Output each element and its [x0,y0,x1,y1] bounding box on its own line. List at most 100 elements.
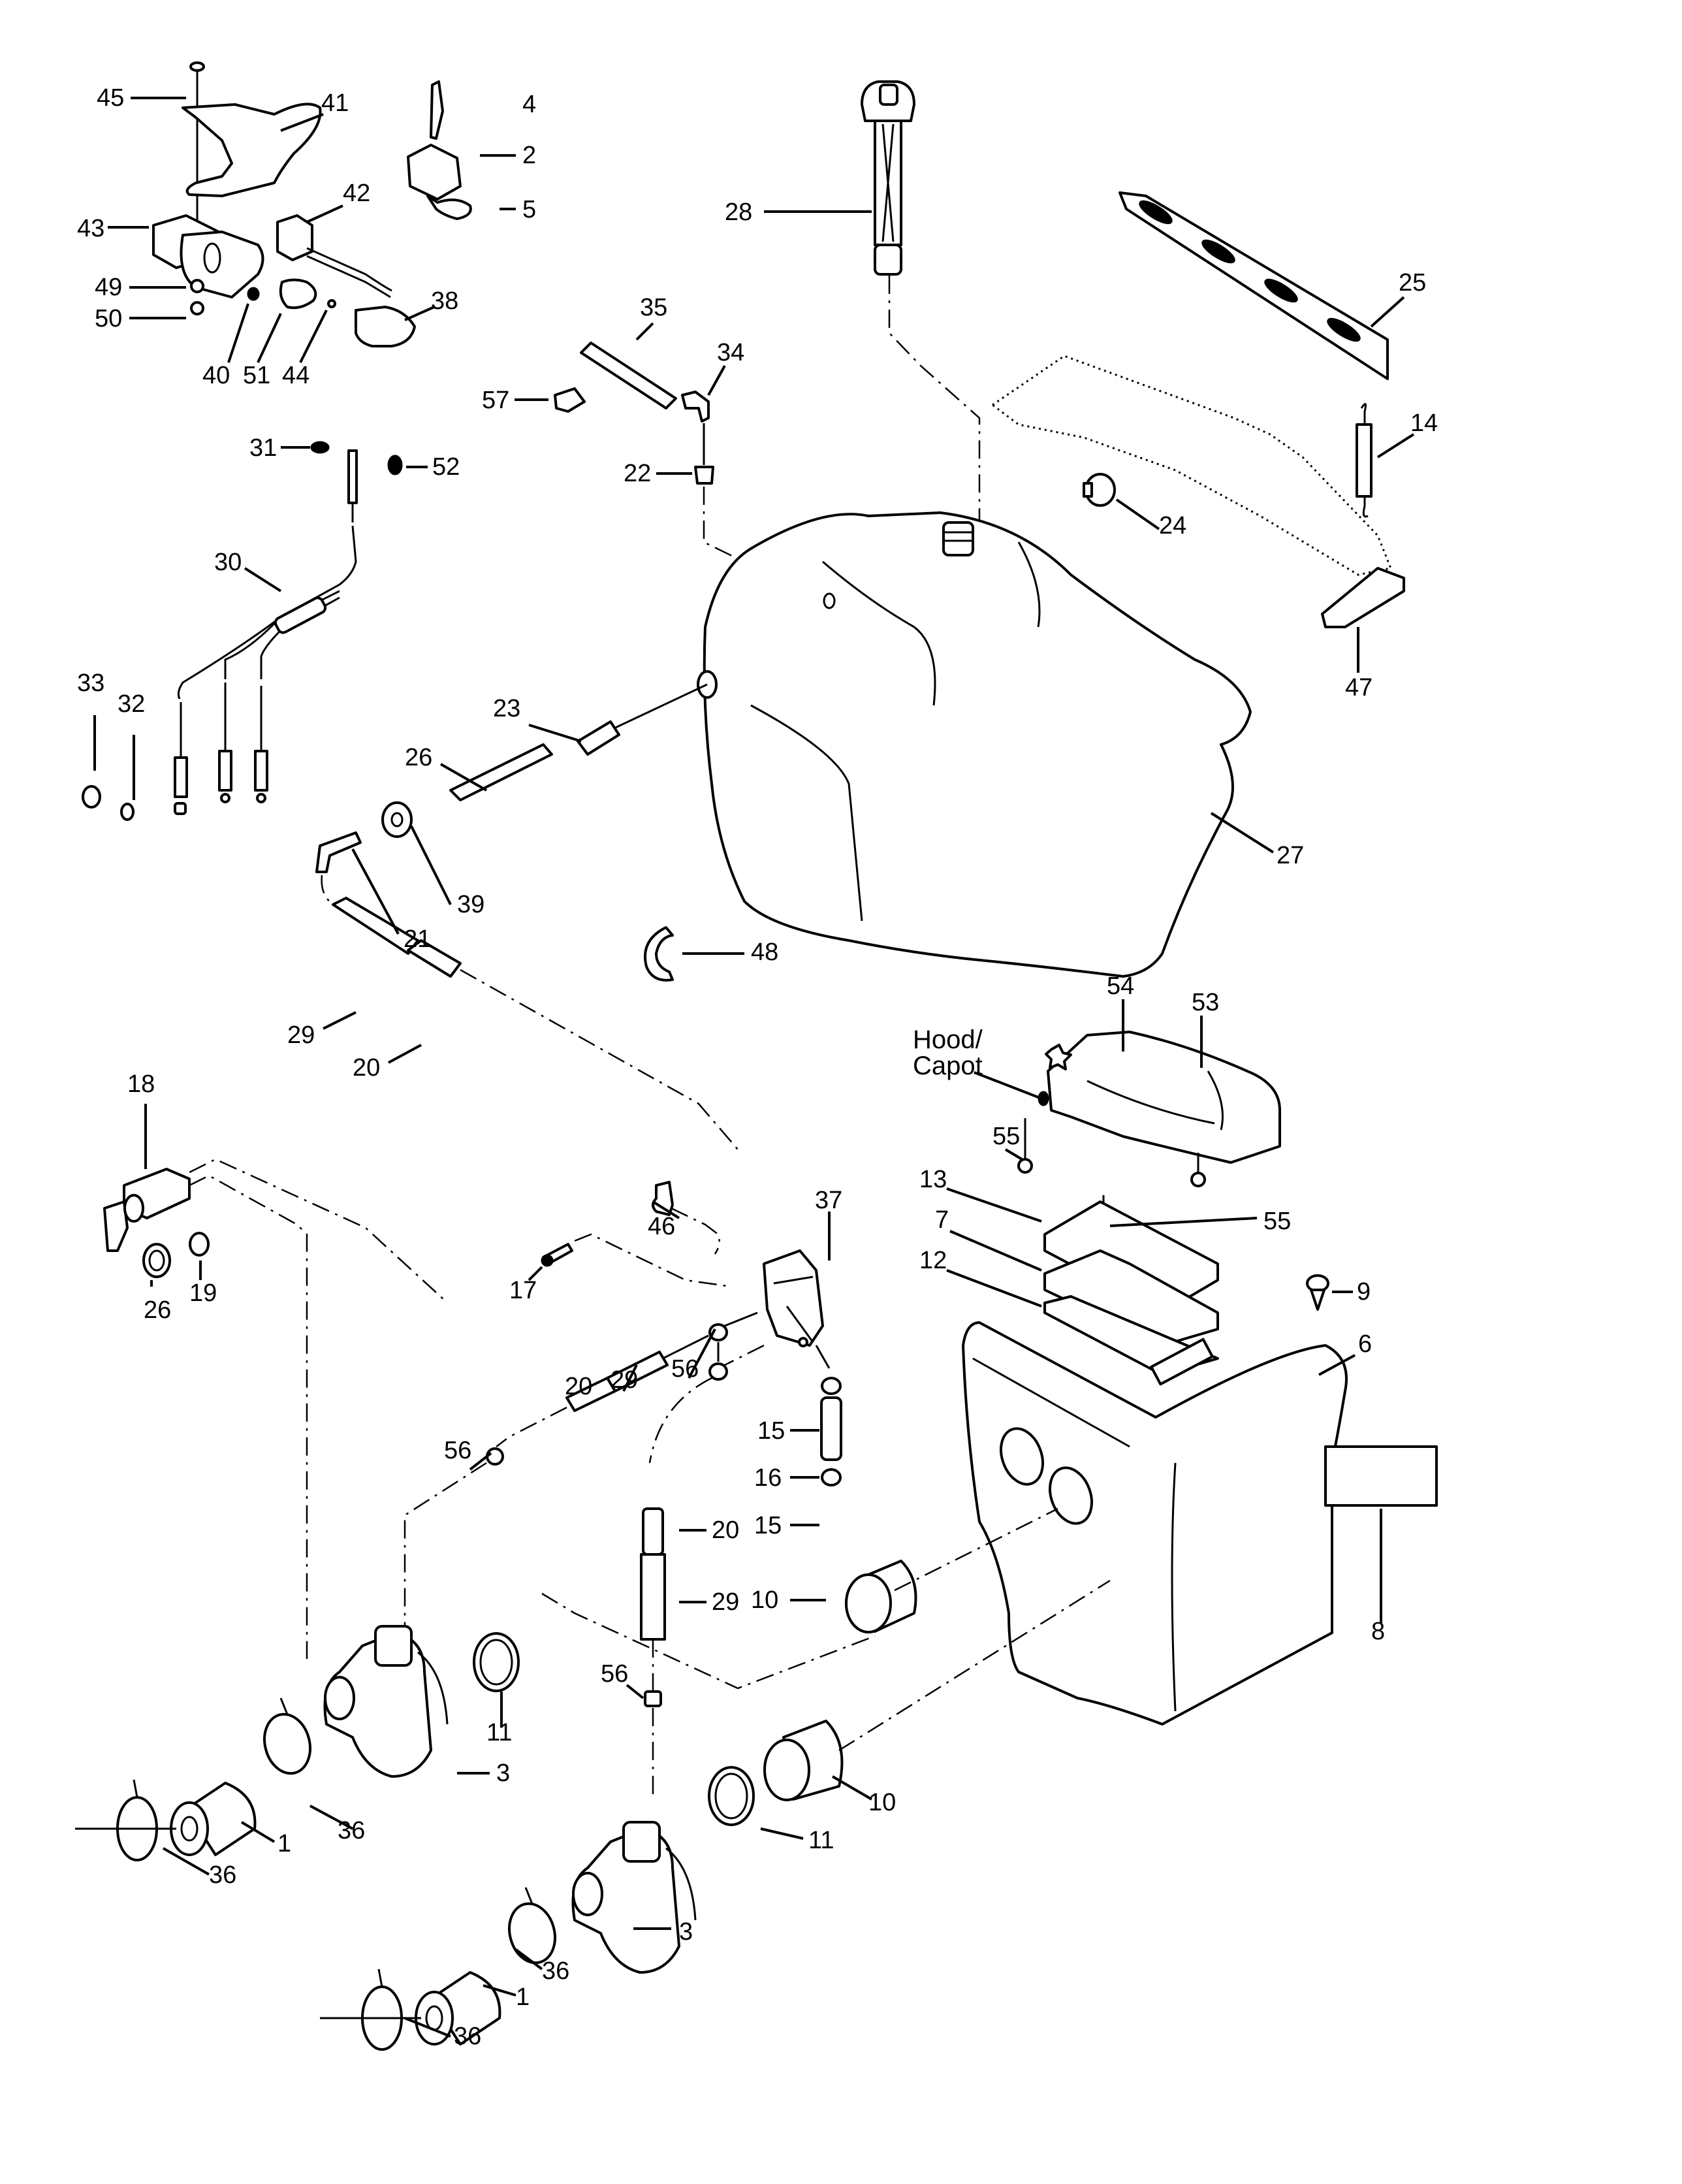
callout-clamp: 36 [515,1948,569,1985]
callout-leader-line [515,1948,543,1970]
callout-number: 54 [1107,972,1134,1000]
callout-number: 36 [209,1861,236,1889]
callout-number: 16 [754,1464,782,1492]
callout-terminal-clip: 5 [500,196,536,223]
part-nut-19 [189,1232,210,1257]
part-terminal-4 [430,80,444,140]
callout-leader-line [1109,1217,1258,1227]
part-decal-8 [1324,1445,1438,1507]
callout-leader-line [280,113,324,132]
callout-leader-line [323,1011,357,1030]
callout-leader-line [227,303,249,363]
callout-foam-filter: 13 [919,1166,1042,1223]
part-elbow-fitting-34 [681,391,710,423]
callout-fuel-line: 26 [405,744,487,792]
callout-clamp: 15 [757,1417,819,1445]
callout-number: 36 [454,2023,481,2050]
callout-washer: 33 [77,669,104,771]
callout-number: 3 [496,1759,510,1787]
callout-number: 15 [754,1512,782,1539]
callout-leader-line [163,1847,210,1876]
callout-number: 11 [808,1827,834,1854]
callout-bezel: 51 [243,313,282,389]
callout-number: 22 [624,460,651,487]
part-nut-31 [310,441,330,454]
callout-number: 17 [509,1277,537,1304]
callout-leader-line [257,313,282,363]
callout-fuel-line-short: 16 [754,1464,819,1492]
callout-number: 41 [321,89,349,117]
callout-intake-adaptor: 10 [831,1775,896,1816]
callout-cap: 52 [406,453,460,481]
part-tank-strap-25 [1119,191,1389,380]
part-clamp-36-lower-large [361,1968,403,2051]
callout-leader-line [707,365,726,396]
part-clamp-36-upper-large [116,1779,158,1861]
frame-outline [991,355,1393,576]
callout-leader-line [469,1452,492,1471]
callout-clamp: 56 [601,1660,644,1699]
part-spring-14 [1356,403,1373,518]
callout-number: 34 [717,339,744,366]
callout-elbow-fitting: 21 [351,848,431,953]
callout-number: 48 [751,939,778,966]
callout-number: 1 [516,1983,530,2011]
callout-number: 10 [868,1789,896,1816]
callout-connector-housing: 2 [480,142,536,169]
callout-leader-line [1376,433,1415,458]
callout-washer: 49 [95,274,186,301]
callout-leader-line [626,1684,644,1699]
part-silencer-cover-53 [1047,1031,1281,1164]
parts-layer [75,61,1438,2051]
part-cap-52 [387,455,403,475]
callout-carburetor-adaptor: 1 [240,1821,291,1857]
callout-number: 4 [522,91,536,118]
part-strap-bracket-47 [1321,567,1405,628]
callout-leader-line [244,567,282,592]
callout-nut-small: 40 [202,303,249,389]
part-clamp-56-c [486,1447,504,1466]
part-screw-55-a [1017,1118,1033,1174]
part-gear-clamp-11-lower [708,1766,755,1826]
callout-rubber-bumper: 24 [1115,498,1186,539]
callout-strap-bracket: 47 [1345,627,1373,701]
part-throttle-cable-30 [174,449,358,815]
part-clamp-36-upper-small [263,1697,311,1775]
callout-clamp: 56 [671,1328,716,1383]
callout-leader-line [483,1984,516,1997]
part-intake-adaptor-10-lower [763,1720,844,1801]
callout-leader-line [306,204,343,223]
callout-number: 50 [95,305,122,332]
part-grommet-22 [694,466,714,485]
part-washer-49 [190,279,204,293]
callout-screw: 17 [509,1266,543,1304]
callout-leader-line [831,1775,873,1801]
callout-elbow-fitting: 34 [707,339,744,396]
callout-screw: 55 [1109,1208,1291,1235]
callout-nut: 19 [189,1261,217,1307]
part-primer-18 [103,1168,191,1252]
callout-grommet: 39 [410,826,484,918]
callout-number: 36 [542,1957,569,1985]
callout-clamp: 56 [444,1437,492,1471]
part-pump-bracket-46 [652,1181,674,1216]
part-clamp-56-a [708,1323,728,1341]
callout-fuel-tank: 27 [1210,812,1304,869]
callout-number: 33 [77,669,104,697]
part-clamp-15-a [821,1377,842,1395]
callout-fuel-line: 20 [353,1044,422,1082]
part-carburetor-adaptor-1-lower [415,1971,501,2046]
callout-leader-line [949,1230,1042,1272]
hood-note-leader [974,1071,1039,1099]
callout-filter-support: 12 [919,1247,1042,1308]
callout-leader-line [622,1364,638,1392]
callout-screw: 45 [97,84,186,112]
callout-star-clip: 54 [1107,972,1134,1052]
callout-fuel-line: 20 [565,1373,592,1400]
callout-leader-line [1004,1148,1023,1161]
callout-leader-line [1318,1354,1356,1376]
callout-number: 35 [640,294,667,321]
callout-throttle-cable: 30 [214,549,282,592]
callout-gear-clamp: 11 [760,1827,834,1854]
callout-number: 38 [431,287,458,315]
